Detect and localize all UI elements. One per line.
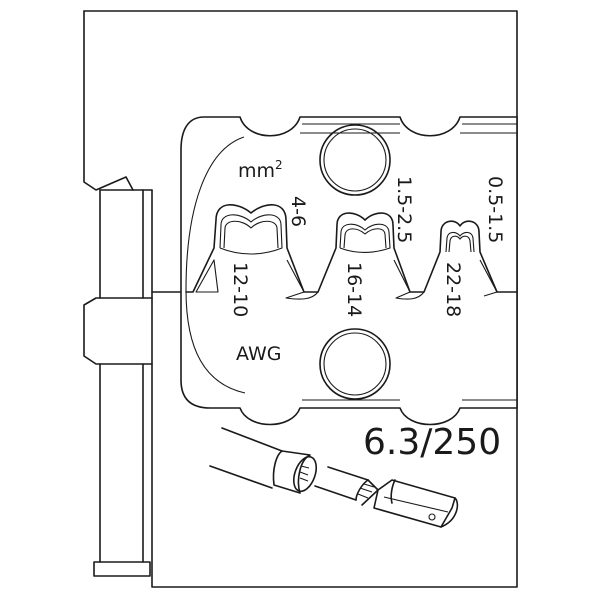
die-labels: mm2 AWG 4-6 1.5-2.5 0.5-1.5 12-10 16-14 … bbox=[229, 158, 506, 365]
terminal-size-label: 6.3/250 bbox=[363, 422, 501, 463]
metric-unit-label: mm2 bbox=[238, 158, 283, 182]
die-plate bbox=[180, 116, 518, 426]
flat-connector-illustration bbox=[209, 427, 459, 528]
profile-3-mm2-label: 0.5-1.5 bbox=[484, 176, 506, 243]
profile-3-awg-label: 22-18 bbox=[442, 262, 464, 317]
tool-jaw-frame bbox=[83, 10, 518, 588]
profile-2-mm2-label: 1.5-2.5 bbox=[393, 176, 415, 243]
profile-1-mm2-label: 4-6 bbox=[287, 196, 309, 227]
profile-2-awg-label: 16-14 bbox=[343, 262, 365, 317]
awg-unit-label: AWG bbox=[236, 343, 281, 365]
profile-1-awg-label: 12-10 bbox=[229, 262, 251, 317]
